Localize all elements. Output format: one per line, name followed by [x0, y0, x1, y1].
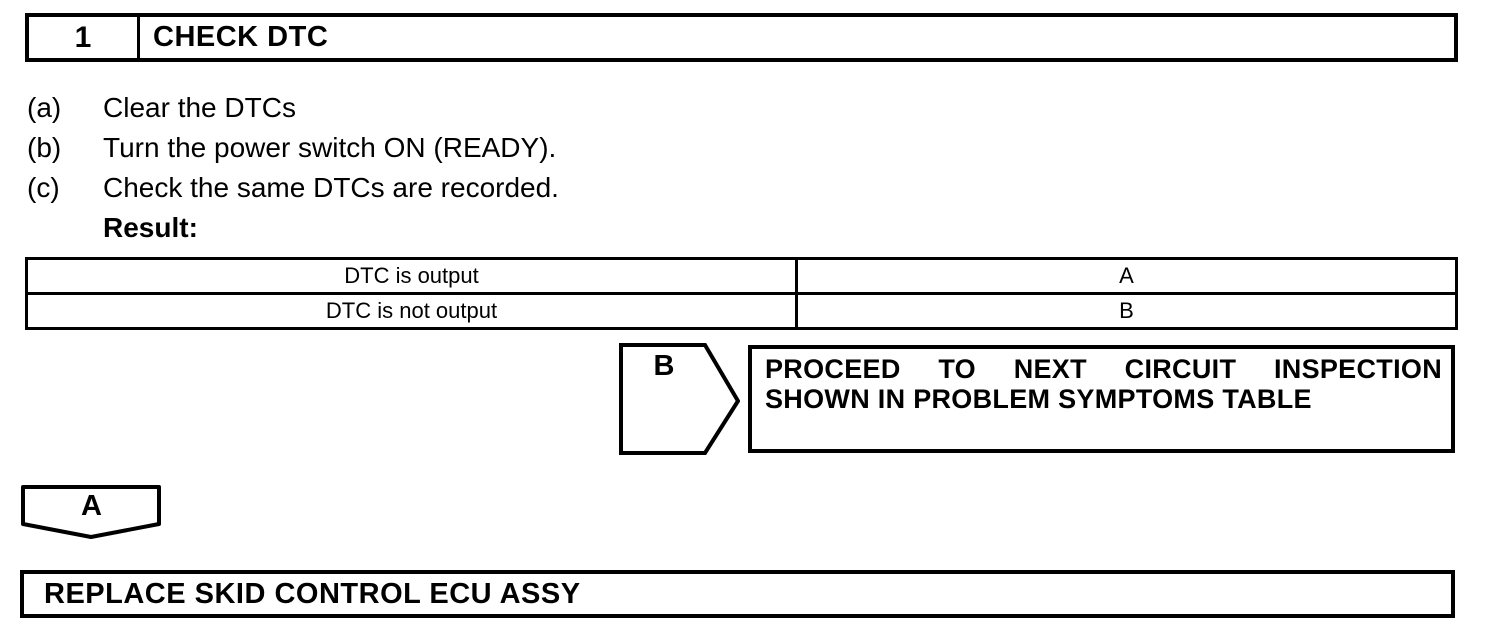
step-text: Clear the DTCs	[103, 92, 296, 123]
step-text: Check the same DTCs are recorded.	[103, 172, 559, 203]
step-label: (c)	[27, 172, 60, 203]
branch-connector-b: B	[619, 343, 740, 455]
result-row: DTC is output A	[25, 257, 1458, 295]
branch-b-arrow-shape	[619, 343, 740, 455]
step-header-box: 1 CHECK DTC	[25, 13, 1458, 62]
result-condition: DTC is not output	[25, 292, 798, 330]
result-destination: B	[795, 292, 1458, 330]
procedure-step-c: (c) Check the same DTCs are recorded.	[27, 168, 559, 208]
result-destination: A	[795, 257, 1458, 295]
procedure-step-a: (a) Clear the DTCs	[27, 88, 559, 128]
result-condition: DTC is output	[25, 257, 798, 295]
step-title: CHECK DTC	[153, 21, 329, 53]
step-number: 1	[29, 17, 140, 58]
replace-action-text: REPLACE SKID CONTROL ECU ASSY	[44, 577, 581, 610]
step-text: Turn the power switch ON (READY).	[103, 132, 557, 163]
result-table: DTC is output A DTC is not output B	[25, 257, 1458, 330]
action-box-replace: REPLACE SKID CONTROL ECU ASSY	[20, 570, 1455, 618]
result-heading: Result:	[103, 212, 198, 243]
branch-b-label: B	[653, 350, 675, 382]
procedure-step-b: (b) Turn the power switch ON (READY).	[27, 128, 559, 168]
step-label: (a)	[27, 92, 62, 123]
procedure-steps: (a) Clear the DTCs (b) Turn the power sw…	[27, 88, 559, 248]
branch-a-label: A	[81, 490, 102, 522]
result-row: DTC is not output B	[25, 292, 1458, 330]
step-label: (b)	[27, 132, 62, 163]
branch-a-banner-shape	[21, 485, 161, 539]
action-box-proceed: PROCEED TO NEXT CIRCUIT INSPECTION SHOWN…	[748, 345, 1455, 453]
proceed-action-line1: PROCEED TO NEXT CIRCUIT INSPECTION	[765, 354, 1442, 384]
proceed-action-line2: SHOWN IN PROBLEM SYMPTOMS TABLE	[765, 384, 1312, 414]
branch-connector-a: A	[21, 485, 162, 540]
